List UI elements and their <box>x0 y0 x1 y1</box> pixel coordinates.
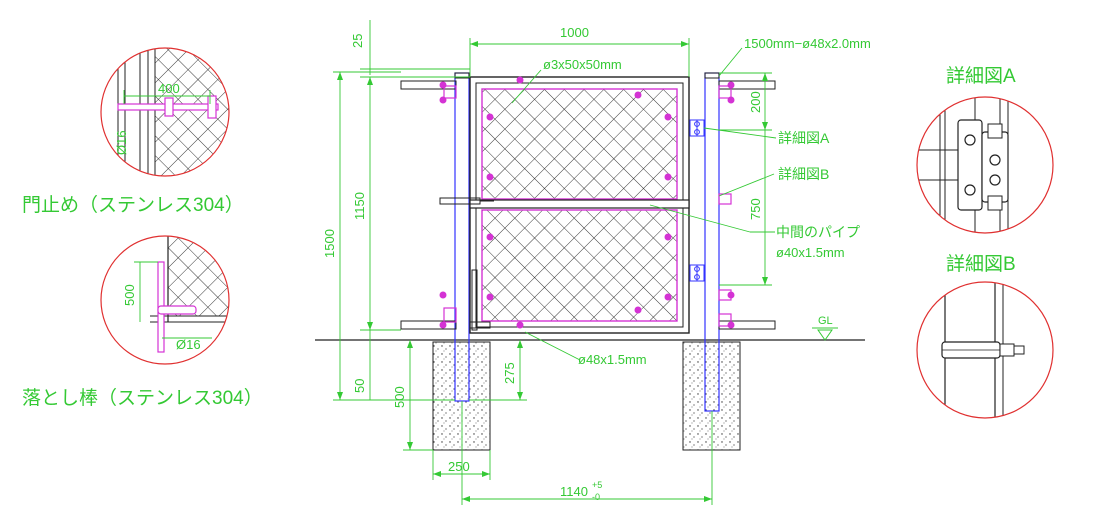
detail-b-title: 詳細図B <box>946 253 1016 275</box>
dim-total-height: 1500 <box>322 229 337 258</box>
dim-embed-depth: 275 <box>502 362 517 384</box>
ground-marker: GL <box>812 315 838 341</box>
callout-detail-a: 詳細図A <box>778 130 830 146</box>
lower-mesh-panel <box>481 209 678 322</box>
latch-dim-16: Ø16 <box>114 130 129 155</box>
leader-lines <box>511 47 777 361</box>
ground-label: GL <box>818 315 833 327</box>
drop-rod <box>469 269 491 331</box>
latch-title: 門止め（ステンレス304） <box>22 194 244 216</box>
gate-latch <box>439 197 494 205</box>
dim-inner-height: 1150 <box>352 192 367 220</box>
callout-detail-b: 詳細図B <box>778 166 829 182</box>
left-footing <box>432 341 491 451</box>
dim-mid-pipe-spec: ø40x1.5mm <box>776 245 845 260</box>
dim-foundation-depth: 500 <box>392 386 407 408</box>
detail-a-title: 詳細図A <box>946 65 1016 87</box>
dim-span: 1140 <box>560 484 588 499</box>
latch-dim-400: 400 <box>158 81 180 96</box>
dimension-lines <box>333 20 772 505</box>
drop-dim-16: Ø16 <box>176 337 201 352</box>
right-footing <box>682 341 741 451</box>
dim-upper-gap: 200 <box>748 91 763 113</box>
drop-rod-title: 落とし棒（ステンレス304） <box>22 387 263 409</box>
dim-left-offset: 25 <box>350 34 365 48</box>
dim-bottom-gap: 50 <box>352 379 367 393</box>
callout-middle-pipe: 中間のパイプ <box>776 224 860 240</box>
hinge-lower <box>689 264 705 282</box>
dim-frame-pipe: ø48x1.5mm <box>578 352 647 367</box>
detail-b-clamp <box>916 281 1054 419</box>
upper-mesh-panel <box>481 88 678 200</box>
hinge-upper <box>689 119 705 137</box>
dim-footing-width: 250 <box>448 459 470 474</box>
latch-detail: 400 Ø16 <box>100 47 230 177</box>
dim-post-spec: 1500mm−ø48x2.0mm <box>744 36 871 51</box>
dimension-arrows <box>337 41 768 502</box>
drop-dim-500: 500 <box>122 284 137 306</box>
gate-frame <box>469 76 690 334</box>
dim-top-width: 1000 <box>560 25 589 40</box>
dim-span-tol-minus: -0 <box>592 492 600 502</box>
detail-a-hinge <box>916 96 1054 234</box>
dim-mid-height: 750 <box>748 198 763 220</box>
dim-span-tol-plus: +5 <box>592 480 602 490</box>
dim-mesh-spec: ø3x50x50mm <box>543 57 622 72</box>
drop-rod-detail: 500 Ø16 <box>100 235 230 365</box>
